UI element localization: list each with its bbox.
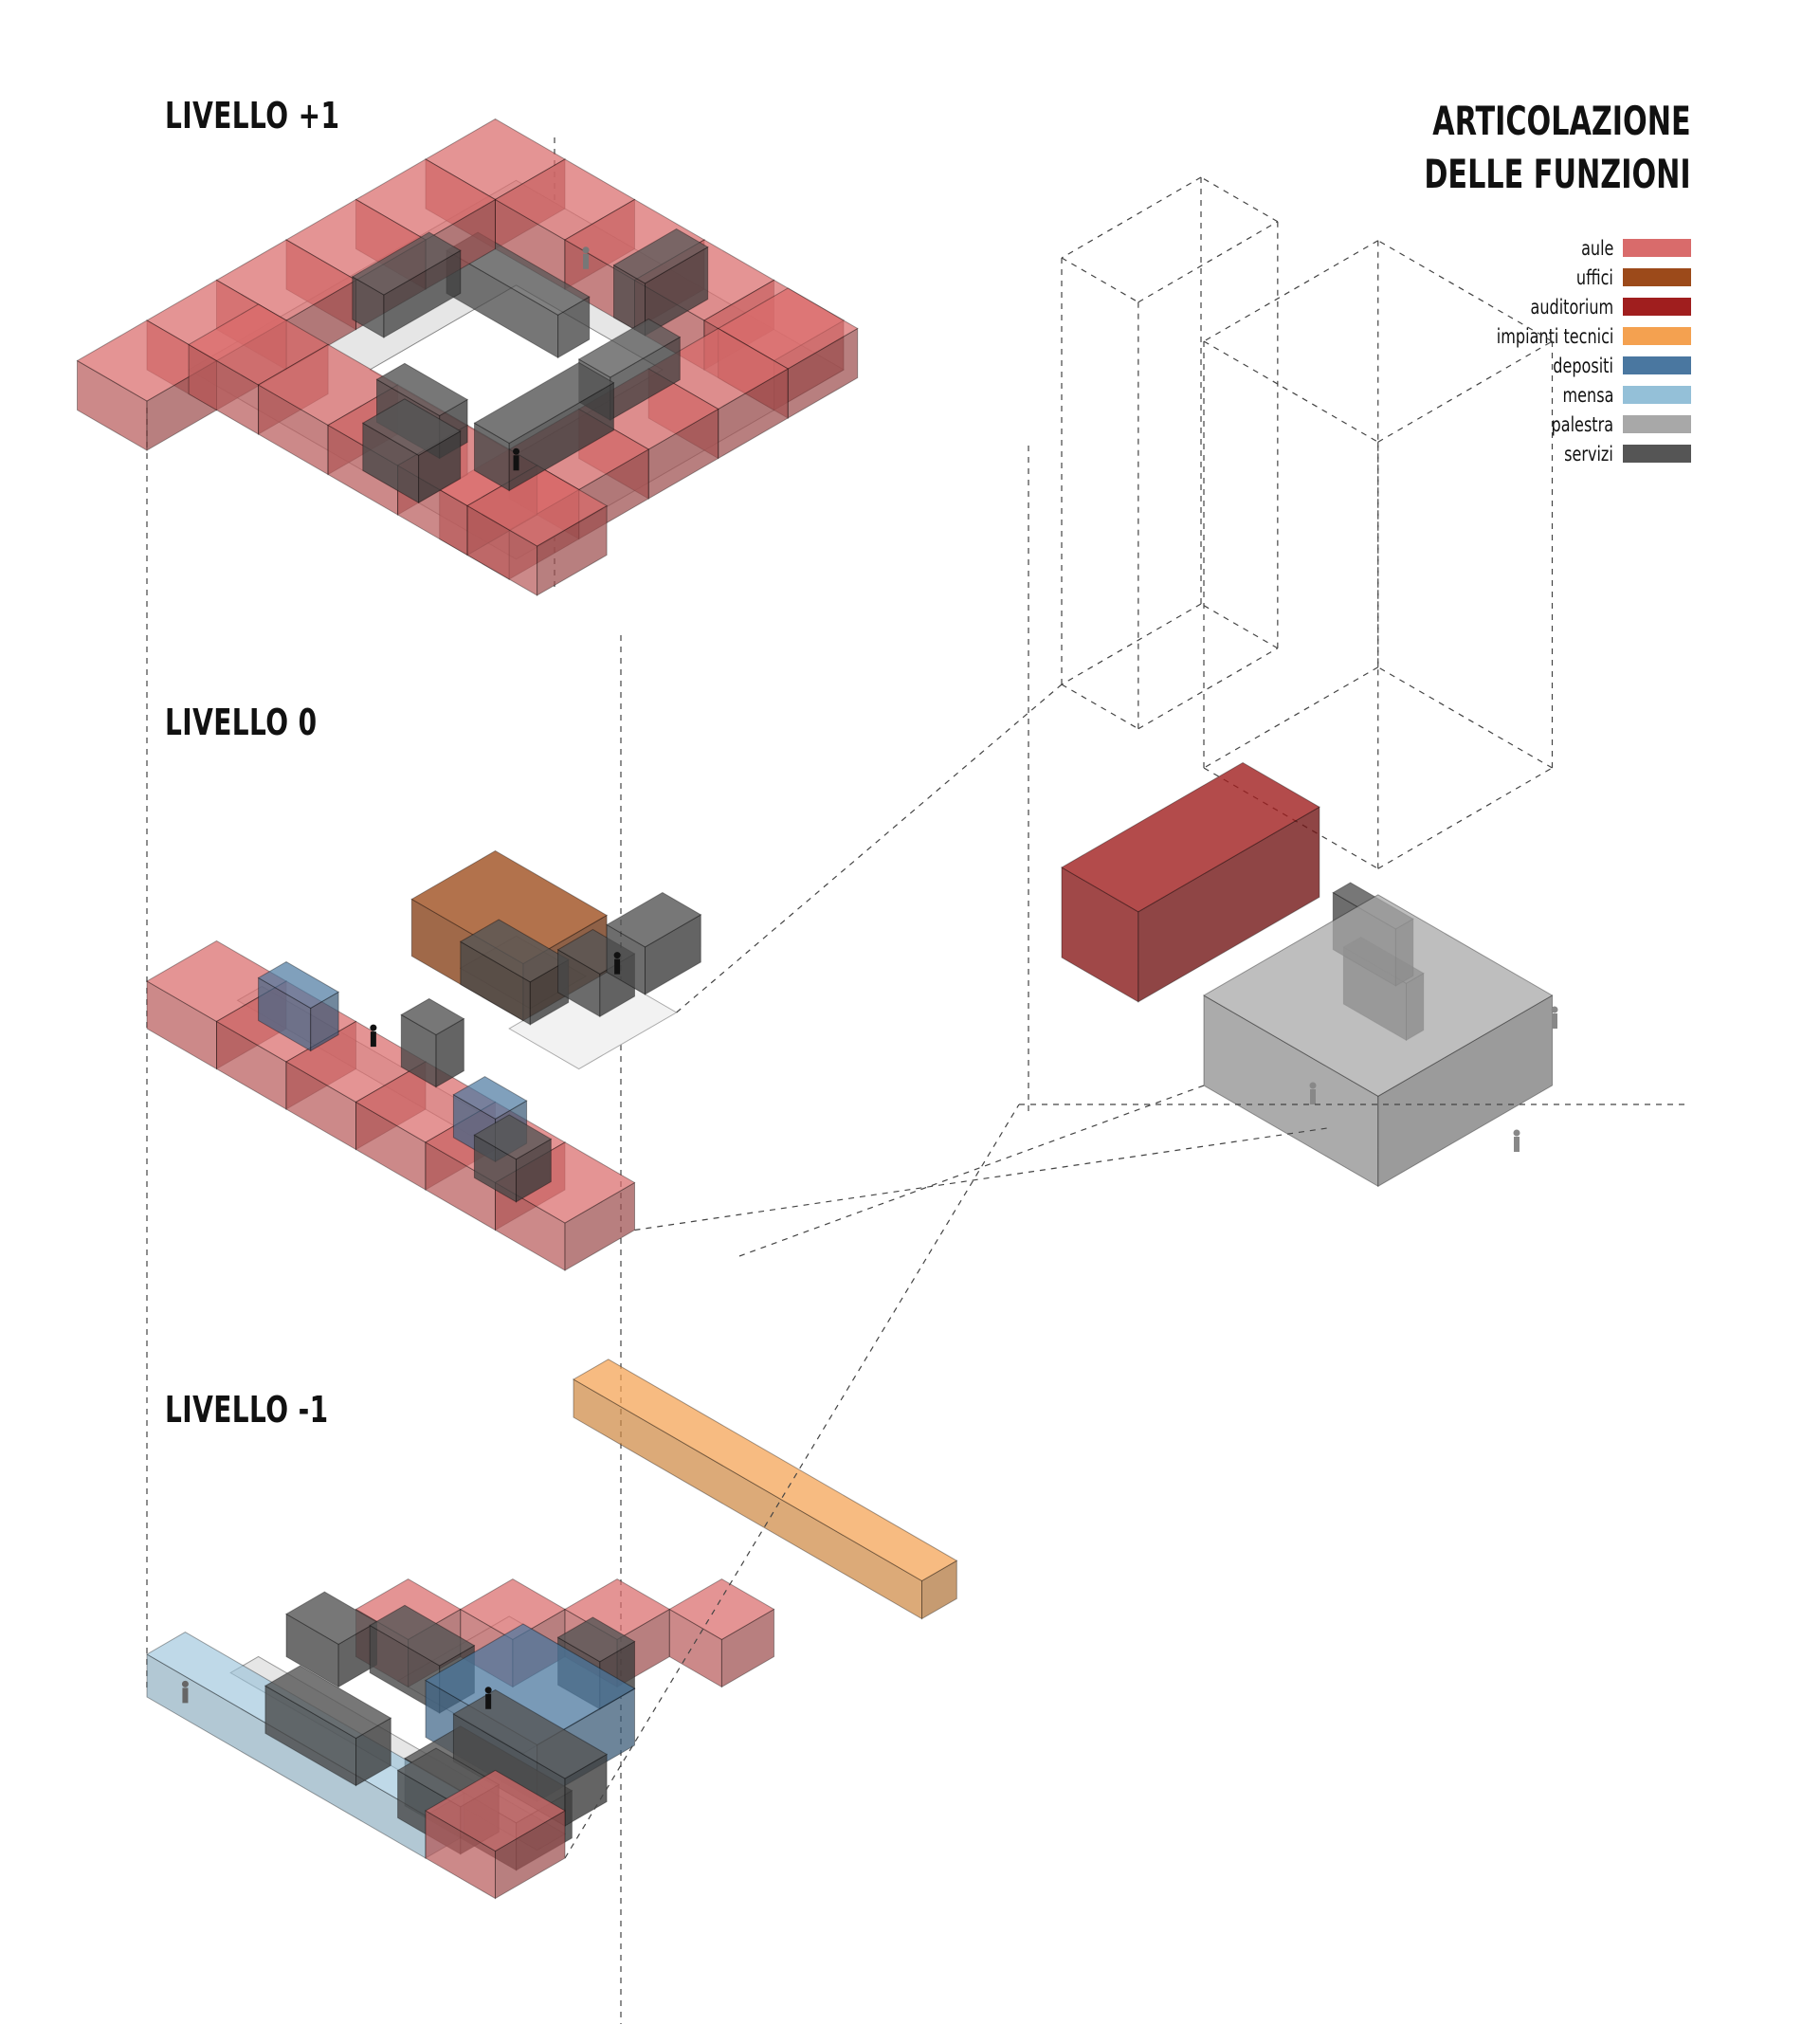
levelm1-aula-back-3-top — [668, 1578, 775, 1640]
level1-servizi-g-top — [361, 398, 462, 456]
legend-item-auditorium: auditorium — [1476, 292, 1691, 321]
level0-depositi-a-top — [257, 960, 340, 1009]
levelm1-aula-front-top — [425, 1769, 566, 1852]
auditorium-top — [1061, 761, 1320, 913]
palestra-volume-wire-edge — [1203, 240, 1379, 342]
legend-label: uffici — [1575, 265, 1613, 289]
levelm1-impianti-tecnici-side-a — [573, 1378, 922, 1620]
auditorium-volume-wire-edge — [1200, 176, 1279, 223]
legend-label: auditorium — [1530, 295, 1613, 319]
auditorium-volume-wire-edge — [1138, 648, 1279, 730]
legend-swatch — [1623, 298, 1691, 316]
levelm1-servizi-c-top — [556, 1616, 636, 1663]
level0-person-b — [613, 952, 621, 975]
levelm1-servizi-b-top — [369, 1604, 476, 1667]
legend-swatch — [1623, 356, 1691, 374]
level1-servizi-b-top — [612, 228, 709, 284]
palestra-person-a — [1551, 1006, 1558, 1029]
connector-line — [738, 1085, 1205, 1257]
level0-person-a — [370, 1024, 377, 1048]
connector-line — [564, 1104, 1020, 1859]
level-minus1-label: LIVELLO -1 — [165, 1389, 329, 1431]
legend-label: aule — [1580, 236, 1613, 260]
legend-item-depositi: depositi — [1476, 351, 1691, 380]
palestra-volume-wire-edge — [1377, 240, 1553, 342]
legend-item-uffici: uffici — [1476, 263, 1691, 292]
level-plus1-label: LIVELLO +1 — [165, 95, 340, 137]
legend-swatch — [1623, 239, 1691, 257]
legend-swatch — [1623, 268, 1691, 286]
levelm1-impianti-tecnici-top — [572, 1359, 958, 1582]
level0-depositi-b-top — [452, 1076, 528, 1120]
levelm1-person-b — [484, 1687, 492, 1709]
levelm1-servizi-e-top — [452, 1688, 609, 1779]
palestra-person-b — [1513, 1129, 1520, 1152]
legend-label: servizi — [1564, 442, 1613, 465]
legend-swatch — [1623, 327, 1691, 345]
legend-item-servizi: servizi — [1476, 439, 1691, 468]
palestra-volume-wire-edge — [1203, 666, 1379, 769]
legend-item-mensa: mensa — [1476, 380, 1691, 410]
legend-item-impianti-tecnici: impianti tecnici — [1476, 321, 1691, 351]
levelm1-person-a — [181, 1680, 189, 1704]
auditorium-volume-wire-edge — [1061, 257, 1139, 303]
palestra-top — [1203, 894, 1554, 1097]
legend-item-palestra: palestra — [1476, 410, 1691, 439]
legend-swatch — [1623, 445, 1691, 463]
legend-item-aule: aule — [1476, 233, 1691, 263]
legend-label: mensa — [1562, 383, 1613, 407]
auditorium-volume-wire-edge — [1061, 603, 1202, 685]
legend-label: impianti tecnici — [1496, 324, 1613, 348]
legend-title-line1: ARTICOLAZIONE — [1432, 98, 1691, 144]
auditorium-volume-wire-edge — [1200, 603, 1279, 649]
legend-title: ARTICOLAZIONE DELLE FUNZIONI — [1425, 95, 1691, 201]
connector-line — [676, 684, 1063, 1013]
level1-person-b — [582, 246, 590, 269]
level1-servizi-c-top — [577, 318, 682, 378]
level-zero-label: LIVELLO 0 — [165, 702, 318, 743]
level1-servizi-f-top — [473, 361, 615, 445]
palestra-volume-wire-edge — [1377, 666, 1553, 769]
levelm1-servizi-f-top — [264, 1665, 392, 1740]
palestra-volume-wire-edge — [1377, 767, 1553, 869]
legend-swatch — [1623, 386, 1691, 404]
level1-person-a — [513, 447, 520, 471]
level0-servizi-d-top — [400, 997, 465, 1036]
level0-servizi-c-top — [606, 891, 702, 948]
auditorium-volume-wire-edge — [1138, 221, 1279, 303]
palestra-volume-wire-edge — [1203, 340, 1379, 443]
palestra-volume-wire-edge — [1377, 340, 1553, 443]
palestra-person-c — [1309, 1082, 1317, 1104]
legend-label: depositi — [1553, 354, 1613, 377]
connector-line — [634, 1127, 1328, 1231]
legend-swatch — [1623, 415, 1691, 433]
legend-label: palestra — [1551, 412, 1613, 436]
auditorium-volume-wire-edge — [1061, 684, 1139, 730]
level1-servizi-e-top — [375, 362, 469, 417]
legend: aule uffici auditorium impianti tecnici … — [1476, 233, 1691, 468]
level0-servizi-e-top — [473, 1114, 553, 1160]
auditorium-volume-wire-edge — [1061, 176, 1202, 259]
level1-servizi-d-top — [351, 231, 462, 296]
legend-title-line2: DELLE FUNZIONI — [1424, 151, 1691, 197]
